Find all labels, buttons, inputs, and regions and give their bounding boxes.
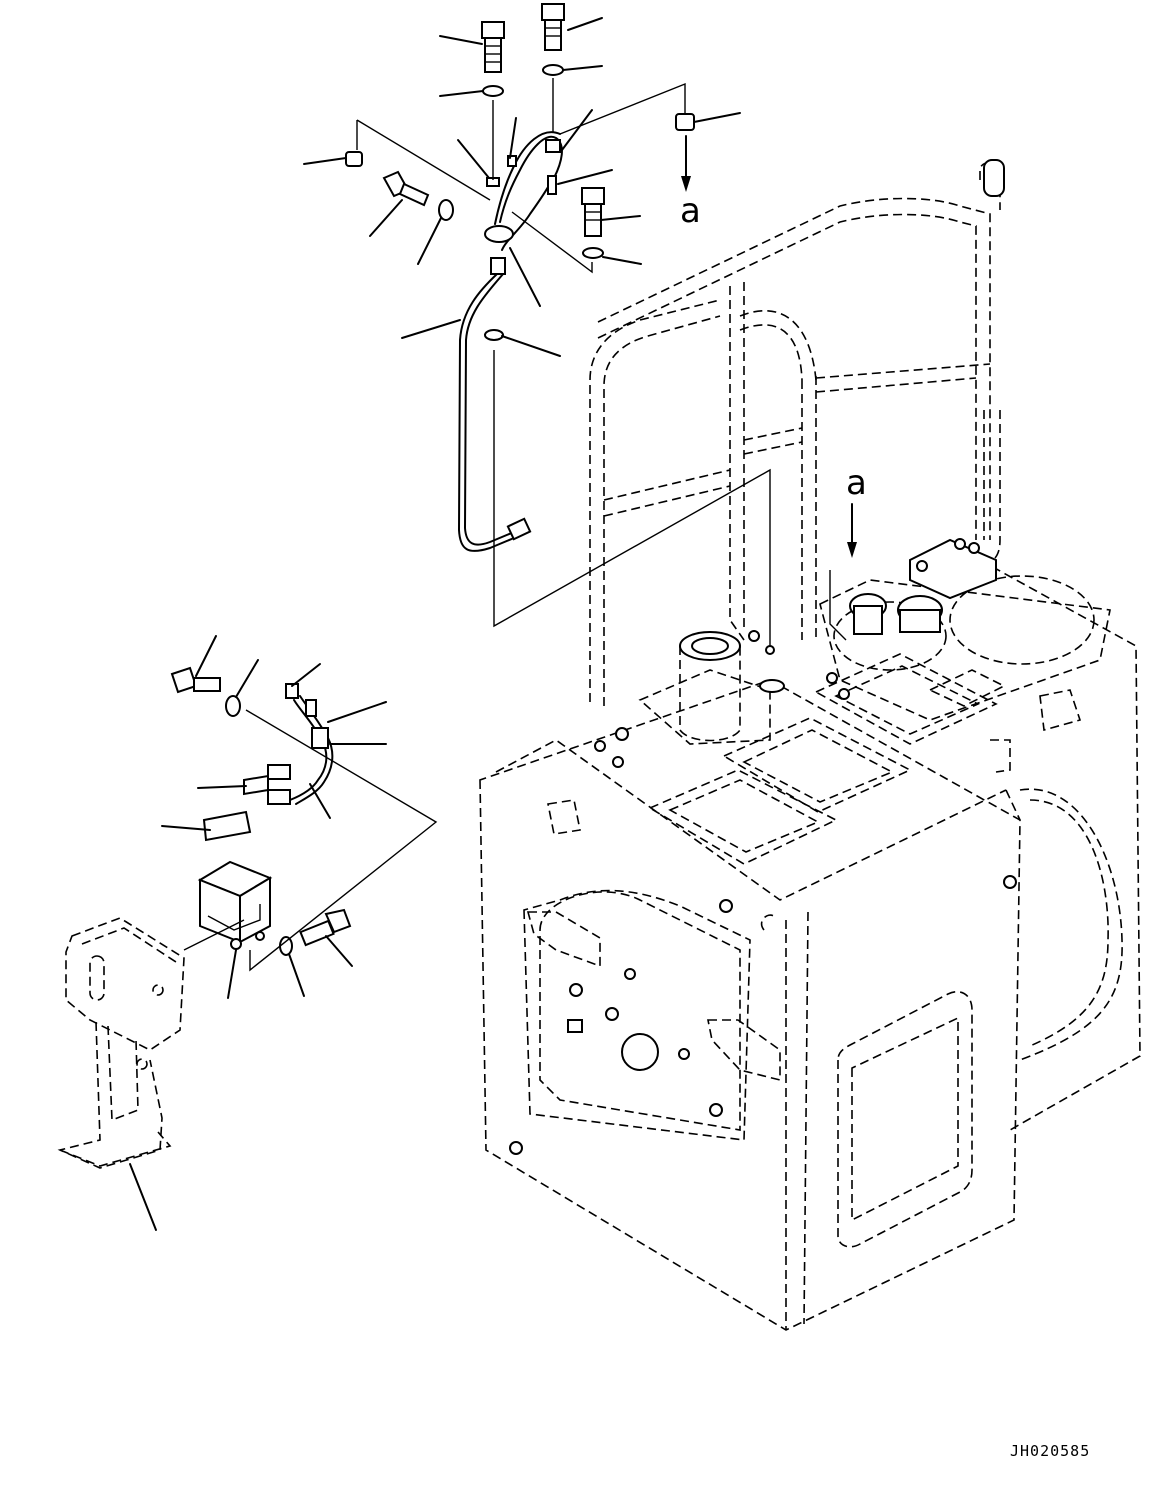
view-label: a — [846, 463, 867, 503]
washer-icon — [482, 85, 504, 97]
washer-icon — [582, 247, 604, 259]
washer-icon — [438, 199, 454, 221]
bolt-icon — [581, 187, 641, 237]
bolt-icon — [369, 170, 430, 237]
mounting-bracket-icon — [57, 917, 185, 1169]
drawing-code: JH020585 — [1010, 1442, 1090, 1460]
washer-icon — [542, 64, 564, 76]
valve-icon — [849, 538, 997, 635]
bolt-icon — [541, 3, 603, 51]
relay-box-icon — [197, 860, 273, 950]
tank-frame-assembly: a — [479, 159, 1141, 1331]
view-label: a — [680, 191, 701, 231]
relay-bracket-assembly — [57, 635, 438, 1231]
washer-icon — [279, 936, 293, 956]
grommet-icon — [484, 329, 504, 341]
filler-cap-icon — [679, 631, 741, 742]
bolt-icon — [439, 21, 505, 73]
top-cable-assembly: a — [303, 3, 771, 650]
washer-icon — [225, 695, 241, 717]
bolt-icon — [170, 635, 221, 694]
nut-icon — [303, 151, 363, 167]
bolt-icon — [299, 908, 353, 967]
nut-icon — [675, 112, 741, 131]
